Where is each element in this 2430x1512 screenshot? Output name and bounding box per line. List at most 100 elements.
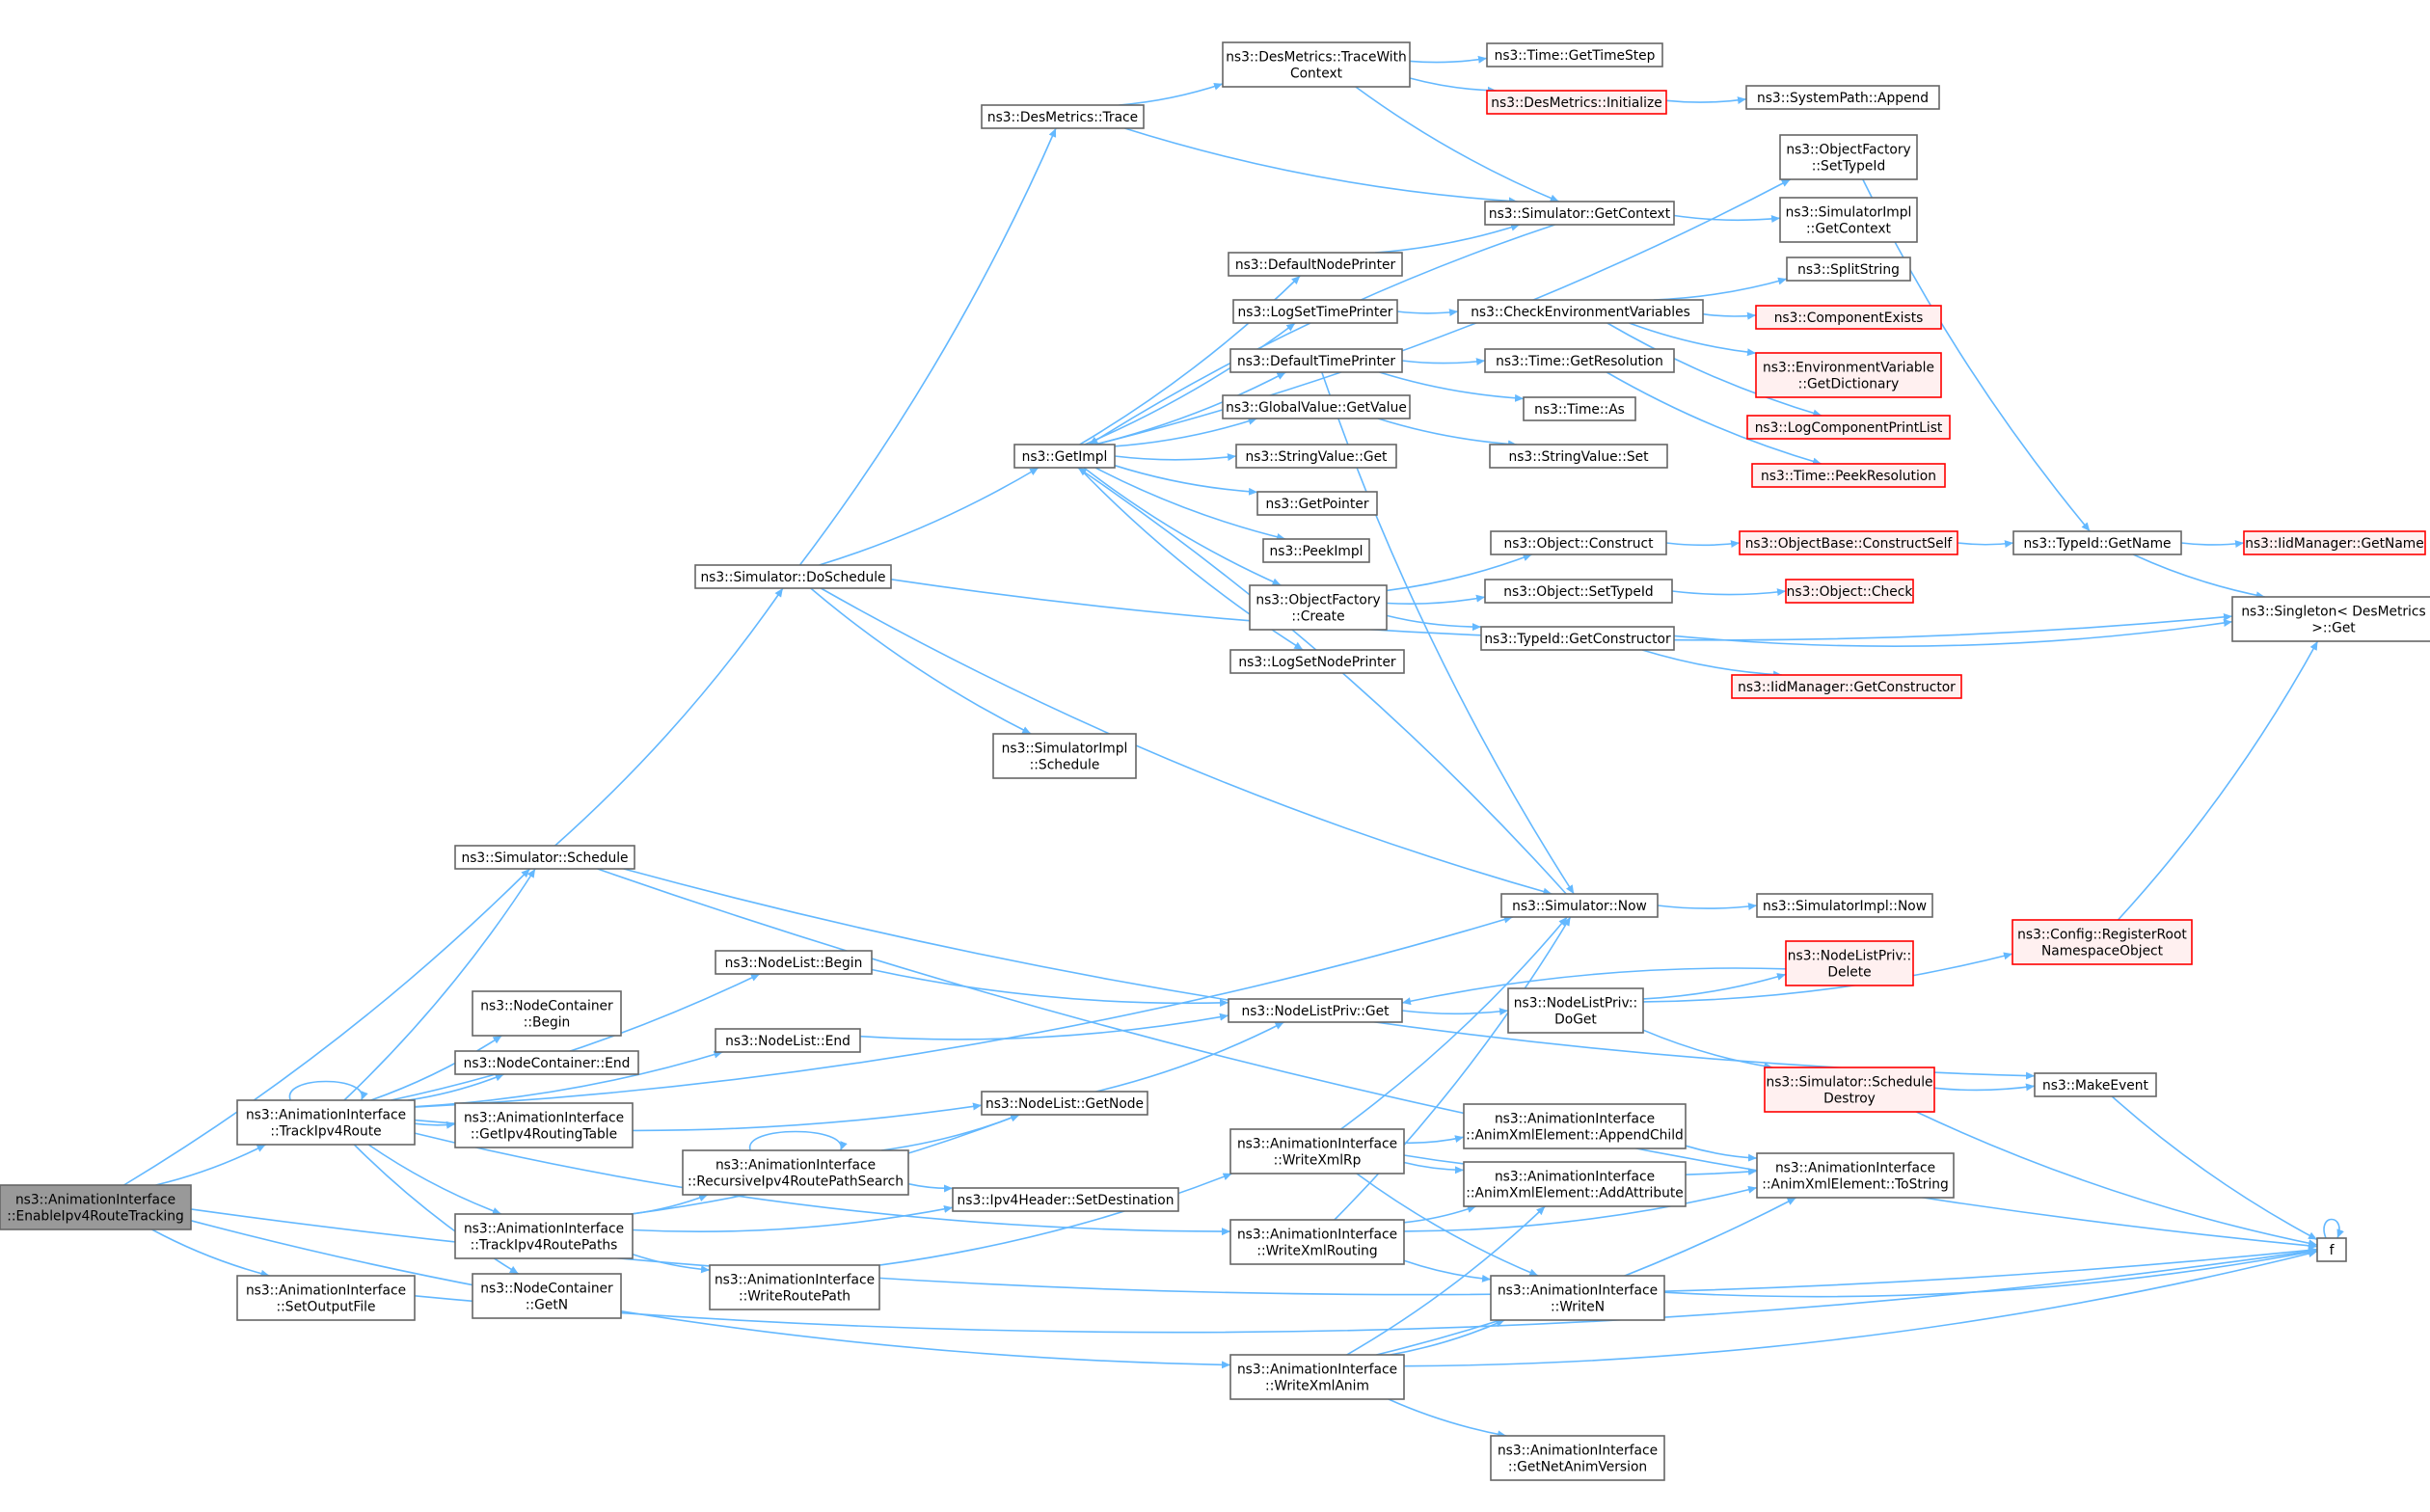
edge-writexmlrp-to-simnow — [1340, 916, 1568, 1130]
node-label-line: ns3::Time::GetTimeStep — [1495, 48, 1656, 64]
node-iidgetname[interactable]: ns3::IidManager::GetName — [2243, 530, 2426, 555]
node-peekimpl[interactable]: ns3::PeekImpl — [1262, 538, 1370, 563]
node-dmtrace[interactable]: ns3::DesMetrics::Trace — [981, 104, 1145, 129]
node-singletonget[interactable]: ns3::Singleton< DesMetrics>::Get — [2231, 596, 2430, 642]
node-svset[interactable]: ns3::StringValue::Set — [1489, 444, 1668, 469]
node-defaulttimeprinter[interactable]: ns3::DefaultTimePrinter — [1229, 348, 1403, 373]
node-iidgetctor[interactable]: ns3::IidManager::GetConstructor — [1731, 674, 1962, 699]
node-label-line: ns3::NodeListPriv:: — [1514, 996, 1637, 1012]
node-logsetnodeprinter[interactable]: ns3::LogSetNodePrinter — [1229, 649, 1405, 674]
node-nlgetnode[interactable]: ns3::NodeList::GetNode — [981, 1091, 1148, 1116]
node-getpointer[interactable]: ns3::GetPointer — [1256, 491, 1378, 516]
node-getnetanimversion[interactable]: ns3::AnimationInterface::GetNetAnimVersi… — [1490, 1435, 1665, 1481]
node-simimplgetcontext[interactable]: ns3::SimulatorImpl::GetContext — [1779, 197, 1918, 243]
edge-writexmlanim-to-axeaddattr — [1346, 1205, 1546, 1356]
node-nlend[interactable]: ns3::NodeList::End — [715, 1028, 861, 1053]
node-writexmlrp[interactable]: ns3::AnimationInterface::WriteXmlRp — [1229, 1128, 1405, 1174]
node-timeas[interactable]: ns3::Time::As — [1523, 396, 1636, 421]
node-ipv4setdest[interactable]: ns3::Ipv4Header::SetDestination — [952, 1187, 1179, 1212]
edge-simschedulelestroy-to-makeevent — [1933, 1083, 2036, 1092]
node-doschedule[interactable]: ns3::Simulator::DoSchedule — [694, 564, 892, 589]
node-componentexists[interactable]: ns3::ComponentExists — [1755, 305, 1942, 330]
node-timegettimestep[interactable]: ns3::Time::GetTimeStep — [1486, 42, 1663, 68]
node-typeidgetname[interactable]: ns3::TypeId::GetName — [2012, 530, 2182, 555]
edge-enable-to-writexmlanim — [190, 1220, 1231, 1369]
node-label-line: ns3::LogComponentPrintList — [1755, 420, 1943, 436]
node-aigetrouting[interactable]: ns3::AnimationInterface::GetIpv4RoutingT… — [454, 1102, 634, 1148]
node-simimplschedule[interactable]: ns3::SimulatorImpl::Schedule — [992, 733, 1137, 779]
node-ncgetn[interactable]: ns3::NodeContainer::GetN — [472, 1273, 622, 1319]
node-writen[interactable]: ns3::AnimationInterface::WriteN — [1490, 1275, 1665, 1321]
node-box — [715, 1028, 861, 1053]
node-box — [1229, 1354, 1405, 1400]
node-axeaddattr[interactable]: ns3::AnimationInterface::AnimXmlElement:… — [1463, 1161, 1687, 1207]
node-setoutputfile[interactable]: ns3::AnimationInterface::SetOutputFile — [236, 1275, 416, 1321]
node-logsettimeprinter[interactable]: ns3::LogSetTimePrinter — [1232, 299, 1398, 324]
node-writexmlrouting[interactable]: ns3::AnimationInterface::WriteXmlRouting — [1229, 1219, 1405, 1265]
node-f[interactable]: f — [2316, 1237, 2347, 1262]
node-label-line: ns3::TypeId::GetConstructor — [1484, 632, 1671, 647]
node-box — [1228, 998, 1403, 1023]
node-makeevent[interactable]: ns3::MakeEvent — [2034, 1072, 2157, 1097]
node-defaultnodeprinter[interactable]: ns3::DefaultNodePrinter — [1228, 252, 1403, 277]
node-nlbegin[interactable]: ns3::NodeList::Begin — [715, 950, 873, 975]
edge-checkenv-to-logcompprint — [1606, 322, 1822, 418]
edge-recursive-to-recursive — [749, 1130, 848, 1151]
node-box — [1484, 201, 1675, 226]
node-schedule[interactable]: ns3::Simulator::Schedule — [454, 845, 635, 870]
node-ofsettypeid[interactable]: ns3::ObjectFactory::SetTypeId — [1779, 134, 1918, 180]
node-label-line: ns3::AnimationInterface — [1498, 1283, 1658, 1299]
node-writexmlanim[interactable]: ns3::AnimationInterface::WriteXmlAnim — [1229, 1354, 1405, 1400]
node-timegetres[interactable]: ns3::Time::GetResolution — [1484, 348, 1675, 373]
node-envgetdict[interactable]: ns3::EnvironmentVariable::GetDictionary — [1755, 352, 1942, 398]
node-sysappend[interactable]: ns3::SystemPath::Append — [1745, 85, 1940, 110]
node-dminit[interactable]: ns3::DesMetrics::Initialize — [1486, 90, 1667, 115]
node-nlprivdelete[interactable]: ns3::NodeListPriv::Delete — [1785, 940, 1914, 986]
node-ncend[interactable]: ns3::NodeContainer::End — [454, 1050, 639, 1075]
node-label-line: ns3::IidManager::GetConstructor — [1738, 680, 1956, 695]
node-label-line: ns3::Object::SetTypeId — [1503, 584, 1653, 600]
node-objsettypeid[interactable]: ns3::Object::SetTypeId — [1484, 579, 1673, 604]
node-checkenv[interactable]: ns3::CheckEnvironmentVariables — [1457, 299, 1704, 324]
node-box — [1463, 1161, 1687, 1207]
node-simimplnow[interactable]: ns3::SimulatorImpl::Now — [1756, 893, 1933, 918]
node-label-line: ns3::Simulator::Schedule — [461, 850, 628, 866]
node-objcheck[interactable]: ns3::Object::Check — [1785, 579, 1914, 604]
node-objbaseconstructself[interactable]: ns3::ObjectBase::ConstructSelf — [1739, 530, 1958, 555]
node-gvgetvalue[interactable]: ns3::GlobalValue::GetValue — [1222, 394, 1411, 419]
node-getimpl[interactable]: ns3::GetImpl — [1013, 444, 1116, 469]
node-recursive[interactable]: ns3::AnimationInterface::RecursiveIpv4Ro… — [682, 1149, 909, 1196]
node-simgetcontext[interactable]: ns3::Simulator::GetContext — [1484, 201, 1675, 226]
node-axeappendchild[interactable]: ns3::AnimationInterface::AnimXmlElement:… — [1463, 1103, 1687, 1149]
node-ofcreate[interactable]: ns3::ObjectFactory::Create — [1249, 584, 1388, 631]
node-nlprivdoget[interactable]: ns3::NodeListPriv::DoGet — [1507, 987, 1644, 1034]
node-trackpaths[interactable]: ns3::AnimationInterface::TrackIpv4RouteP… — [454, 1213, 634, 1259]
node-label-line: ns3::AnimationInterface — [15, 1193, 176, 1208]
node-track4route[interactable]: ns3::AnimationInterface::TrackIpv4Route — [236, 1099, 416, 1146]
node-enable[interactable]: ns3::AnimationInterface::EnableIpv4Route… — [0, 1184, 192, 1230]
node-box — [236, 1275, 416, 1321]
node-axetostring[interactable]: ns3::AnimationInterface::AnimXmlElement:… — [1756, 1152, 1955, 1199]
node-typeidgetctor[interactable]: ns3::TypeId::GetConstructor — [1480, 626, 1675, 651]
node-label-line: ns3::GetImpl — [1022, 449, 1108, 465]
node-label-line: ::SetOutputFile — [277, 1300, 376, 1315]
node-box — [1232, 299, 1398, 324]
node-objconstruct[interactable]: ns3::Object::Construct — [1490, 530, 1667, 555]
node-box — [682, 1149, 909, 1196]
node-ncbegin[interactable]: ns3::NodeContainer::Begin — [472, 990, 622, 1037]
node-box — [454, 845, 635, 870]
node-label-line: ns3::AnimationInterface — [246, 1283, 406, 1299]
node-nlprivget[interactable]: ns3::NodeListPriv::Get — [1228, 998, 1403, 1023]
node-timepeekres[interactable]: ns3::Time::PeekResolution — [1751, 463, 1946, 488]
node-box — [2231, 596, 2430, 642]
node-logcompprint[interactable]: ns3::LogComponentPrintList — [1746, 415, 1951, 440]
edge-objsettypeid-to-objcheck — [1671, 588, 1787, 597]
node-simnow[interactable]: ns3::Simulator::Now — [1500, 893, 1659, 918]
edge-track4route-to-ncbegin — [370, 1035, 502, 1101]
node-splitstring[interactable]: ns3::SplitString — [1786, 256, 1911, 282]
node-writeroutepath[interactable]: ns3::AnimationInterface::WriteRoutePath — [709, 1264, 880, 1310]
node-svget[interactable]: ns3::StringValue::Get — [1235, 444, 1397, 469]
